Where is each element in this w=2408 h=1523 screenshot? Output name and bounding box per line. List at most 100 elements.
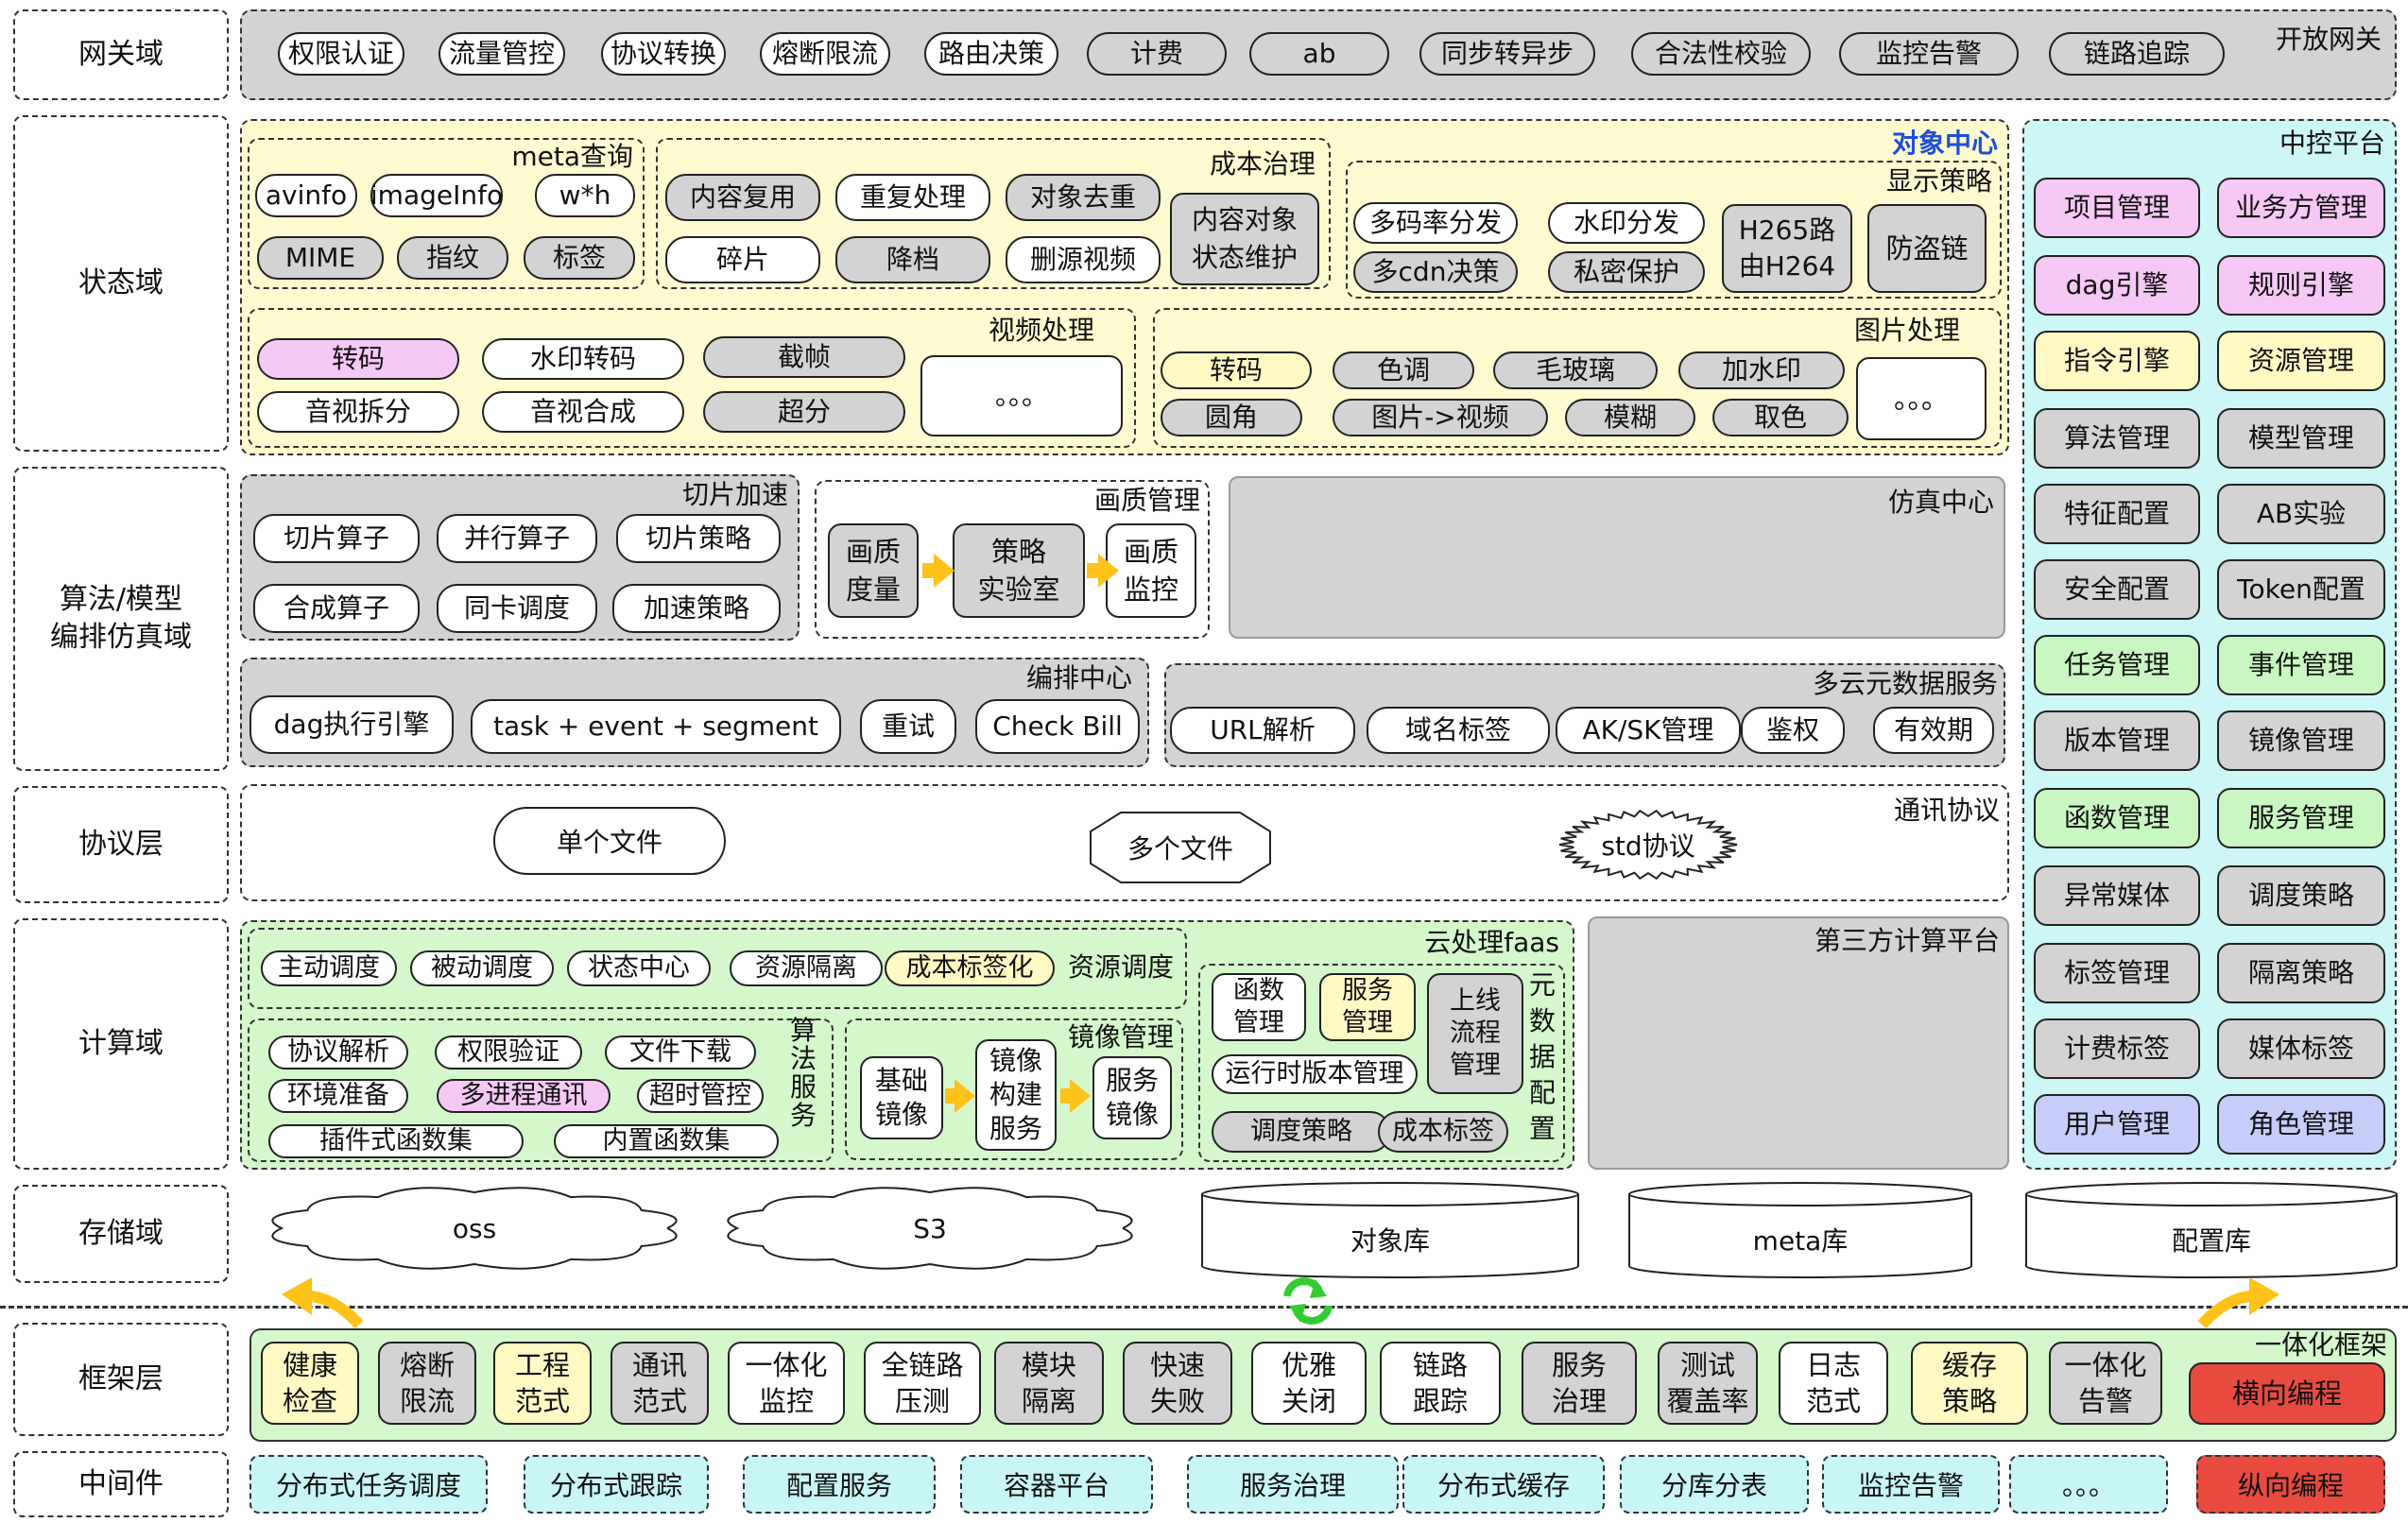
gateway-item: 路由决策 bbox=[924, 32, 1058, 76]
framework-item: 快速 失败 bbox=[1123, 1342, 1232, 1425]
orchestration-item: Check Bill bbox=[975, 699, 1140, 754]
resource-sched-item: 成本标签化 bbox=[885, 950, 1055, 986]
protocol-band: 通讯协议 bbox=[240, 784, 2009, 901]
slice-accel-item: 并行算子 bbox=[437, 514, 597, 563]
cost-governance-item: 内容复用 bbox=[665, 174, 820, 221]
func-meta-item: 服务 管理 bbox=[1319, 973, 1416, 1041]
slice-accel-item: 合成算子 bbox=[253, 584, 420, 633]
single-file-label: 单个文件 bbox=[556, 827, 662, 858]
image-processing-item: 取色 bbox=[1712, 399, 1849, 436]
control-platform-title: 中控平台 bbox=[2279, 128, 2385, 159]
gateway-item: 同步转异步 bbox=[1419, 32, 1595, 76]
orchestration-item: task + event + segment bbox=[471, 699, 841, 754]
control-platform-item: 安全配置 bbox=[2034, 559, 2200, 620]
video-more-box: 。。。 bbox=[920, 355, 1123, 436]
control-platform-item: 模型管理 bbox=[2217, 408, 2385, 469]
framework-item: 一体化 告警 bbox=[2049, 1342, 2162, 1425]
storage-label: S3 bbox=[913, 1212, 947, 1244]
row-label-state: 状态域 bbox=[13, 115, 229, 452]
row-label-text: 协议层 bbox=[78, 828, 163, 861]
algo-service-item: 文件下载 bbox=[605, 1035, 756, 1070]
flow-arrow-icon bbox=[955, 1079, 975, 1113]
row-label-protocol: 协议层 bbox=[13, 786, 229, 903]
cost-governance-item: 删源视频 bbox=[1006, 236, 1161, 283]
row-label-text: 框架层 bbox=[78, 1362, 163, 1395]
middleware-item: 配置服务 bbox=[743, 1455, 936, 1514]
flow-arrow-bar bbox=[1087, 563, 1100, 578]
control-platform-item: 计费标签 bbox=[2034, 1018, 2200, 1079]
right-curve-arrow-head bbox=[2249, 1277, 2279, 1315]
control-platform-item: 指令引擎 bbox=[2034, 331, 2200, 391]
func-meta-item: 调度策略 bbox=[1212, 1111, 1391, 1153]
image-processing-title: 图片处理 bbox=[1853, 315, 1960, 346]
meta-query-group: meta查询 bbox=[248, 138, 645, 289]
storage-label: meta库 bbox=[1752, 1225, 1849, 1257]
slice-accel-title: 切片加速 bbox=[681, 479, 788, 510]
row-label-text: 网关域 bbox=[78, 38, 163, 71]
cylinder-top bbox=[1201, 1193, 1579, 1206]
algo-service-item: 协议解析 bbox=[268, 1035, 408, 1070]
image-more-box: 。。。 bbox=[1856, 357, 1987, 440]
orchestration-title: 编排中心 bbox=[1025, 662, 1132, 693]
cylinder-shape bbox=[2025, 1182, 2398, 1278]
middleware-item: 服务治理 bbox=[1187, 1455, 1399, 1514]
middleware-item: 分布式任务调度 bbox=[249, 1455, 488, 1514]
multicloud-meta-item: URL解析 bbox=[1170, 707, 1355, 754]
gateway-item: 合法性校验 bbox=[1631, 32, 1811, 76]
quality-title: 画质管理 bbox=[1093, 485, 1200, 516]
flow-arrow-bar bbox=[1060, 1088, 1072, 1104]
quality-group: 画质管理 bbox=[815, 480, 1210, 639]
resource-sched-group bbox=[248, 928, 1187, 1009]
framework-item: 通讯 范式 bbox=[611, 1342, 709, 1425]
control-platform-item: 服务管理 bbox=[2217, 788, 2385, 848]
func-meta-label: 元 数 据 配 置 bbox=[1529, 969, 1557, 1144]
framework-item: 测试 覆盖率 bbox=[1658, 1342, 1758, 1425]
row-label-storage: 存储域 bbox=[13, 1185, 229, 1283]
flow-arrow-bar bbox=[922, 563, 936, 578]
storage-shapes bbox=[271, 1182, 2398, 1278]
row-label-text: 存储域 bbox=[78, 1217, 163, 1250]
image-processing-item: 毛玻璃 bbox=[1493, 351, 1658, 389]
quality-step-box: 画质 度量 bbox=[828, 523, 919, 618]
control-platform-item: dag引擎 bbox=[2034, 255, 2200, 316]
display-strategy-group: 显示策略 bbox=[1346, 161, 2002, 299]
video-processing-item: 音视拆分 bbox=[257, 391, 459, 433]
slice-accel-item: 切片算子 bbox=[253, 514, 420, 563]
third-party-compute-box: 第三方计算平台 bbox=[1588, 916, 2009, 1170]
row-label-gateway: 网关域 bbox=[13, 9, 229, 100]
display-strategy-item: 水印分发 bbox=[1548, 202, 1705, 244]
control-platform-item: AB实验 bbox=[2217, 484, 2385, 544]
control-platform-item: 特征配置 bbox=[2034, 484, 2200, 544]
func-meta-item: 函数 管理 bbox=[1212, 973, 1306, 1041]
framework-item: 优雅 关闭 bbox=[1251, 1342, 1367, 1425]
orchestration-item: 重试 bbox=[860, 699, 956, 754]
third-party-compute-title: 第三方计算平台 bbox=[1814, 925, 2000, 956]
framework-item: 链路 跟踪 bbox=[1380, 1342, 1501, 1425]
func-meta-item: 运行时版本管理 bbox=[1212, 1054, 1418, 1094]
image-processing-item: 转码 bbox=[1161, 351, 1312, 389]
algo-service-item: 内置函数集 bbox=[554, 1124, 779, 1158]
cloud-shape bbox=[727, 1187, 1133, 1270]
object-center-title: 对象中心 bbox=[1891, 128, 1998, 159]
gateway-item: 链路追踪 bbox=[2049, 32, 2225, 76]
anti-leech-box: 防盗链 bbox=[1867, 204, 1987, 293]
protocol-title: 通讯协议 bbox=[1893, 795, 2000, 826]
video-processing-item: 水印转码 bbox=[482, 338, 684, 380]
middleware-item: 分布式缓存 bbox=[1402, 1455, 1605, 1514]
control-platform-item: 角色管理 bbox=[2217, 1094, 2385, 1155]
gateway-title: 开放网关 bbox=[2275, 24, 2382, 55]
control-platform-item: 资源管理 bbox=[2217, 331, 2385, 391]
algo-service-item: 插件式函数集 bbox=[268, 1124, 524, 1158]
control-platform-item: 任务管理 bbox=[2034, 635, 2200, 695]
middleware-item: 。。。 bbox=[2009, 1455, 2168, 1514]
framework-title: 一体化框架 bbox=[2254, 1329, 2387, 1360]
video-processing-item: 超分 bbox=[703, 391, 905, 433]
middleware-item: 分库分表 bbox=[1620, 1455, 1809, 1514]
framework-item: 一体化 监控 bbox=[728, 1342, 845, 1425]
meta-query-item: MIME bbox=[257, 236, 384, 280]
gateway-item: 计费 bbox=[1087, 32, 1227, 76]
flow-arrow-icon bbox=[934, 554, 955, 588]
middleware-item: 分布式跟踪 bbox=[524, 1455, 709, 1514]
algo-service-item: 超时管控 bbox=[637, 1079, 764, 1113]
meta-query-item: 指纹 bbox=[397, 236, 508, 280]
